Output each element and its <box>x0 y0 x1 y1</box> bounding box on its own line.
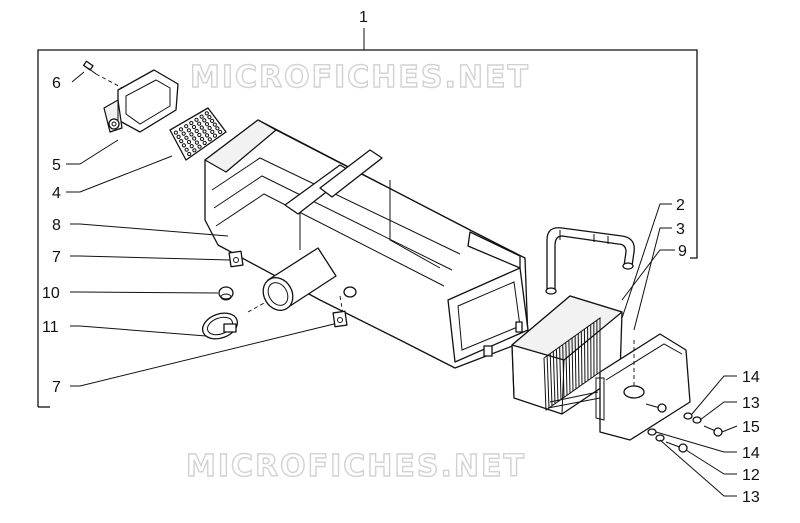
mesh-screen-part-4 <box>169 107 227 161</box>
mesh-hole <box>205 133 210 138</box>
filter-pleat <box>559 346 562 400</box>
grommet-part-10 <box>218 286 234 301</box>
hose-clamp-part-11 <box>201 312 239 340</box>
callout-7-lower: 7 <box>52 379 61 396</box>
mesh-hole <box>197 132 202 138</box>
callout-9: 9 <box>678 243 687 260</box>
callout-5: 5 <box>52 157 61 174</box>
mesh-hole <box>197 144 202 149</box>
mesh-hole <box>181 143 186 148</box>
mesh-hole <box>194 128 199 134</box>
mesh-hole <box>199 125 204 130</box>
mesh-hole <box>176 134 181 139</box>
mesh-hole <box>207 125 212 131</box>
assembly-frame <box>37 28 698 408</box>
hose-part-2 <box>545 227 635 295</box>
mesh-hole <box>184 147 189 152</box>
mesh-hole <box>210 118 215 124</box>
callout-10: 10 <box>42 285 60 302</box>
mesh-hole <box>191 124 197 130</box>
intake-cover-part-5 <box>103 69 179 133</box>
filter-cover-part-3 <box>547 333 691 441</box>
clip-part-7-lower <box>332 310 348 328</box>
callout-1: 1 <box>359 9 368 26</box>
mesh-hole <box>204 111 209 116</box>
bolt-part-15 <box>703 425 723 437</box>
watermark-top: MICROFICHES.NET <box>190 60 530 95</box>
leader-lines <box>66 71 738 497</box>
mesh-hole <box>189 144 194 149</box>
callout-8: 8 <box>52 217 61 234</box>
filter-pleat <box>565 342 568 396</box>
filter-pleat <box>574 335 577 389</box>
mesh-hole <box>215 126 220 131</box>
air-box-housing <box>204 119 529 369</box>
mesh-hole <box>212 133 218 138</box>
mesh-hole <box>173 130 178 135</box>
mesh-hole <box>197 121 202 126</box>
callout-15: 15 <box>742 419 760 436</box>
mesh-hole <box>192 136 197 141</box>
mesh-hole <box>199 114 204 119</box>
mesh-hole <box>186 139 192 145</box>
callout-12: 12 <box>742 467 760 484</box>
intake-tube <box>247 247 337 313</box>
mesh-hole <box>192 148 197 153</box>
callout-13-lower: 13 <box>742 489 760 506</box>
mesh-hole <box>189 120 194 126</box>
mesh-hole <box>194 140 199 145</box>
filter-pleat <box>571 337 574 392</box>
filter-pleat <box>568 340 571 394</box>
callout-13-upper: 13 <box>742 395 760 412</box>
callout-3: 3 <box>676 221 685 238</box>
mesh-hole <box>179 139 184 144</box>
filter-pleat <box>555 349 559 402</box>
washer-part-13-lower <box>655 434 665 442</box>
mesh-hole <box>207 115 212 120</box>
washer-part-13-upper <box>692 416 702 424</box>
washer-part-14-lower <box>647 428 657 436</box>
mesh-hole <box>184 124 189 129</box>
mesh-hole <box>184 135 189 140</box>
mesh-hole <box>186 128 191 133</box>
callout-4: 4 <box>52 185 61 202</box>
mesh-hole <box>189 132 194 137</box>
callout-2: 2 <box>676 197 685 214</box>
mesh-hole <box>187 151 192 157</box>
mesh-hole <box>181 131 186 136</box>
callout-6: 6 <box>52 75 61 92</box>
callout-7-upper: 7 <box>52 249 61 266</box>
filter-pleat <box>549 353 553 406</box>
filter-pleat <box>580 331 583 385</box>
filter-pleat <box>552 351 556 404</box>
screw-part-6 <box>82 60 131 93</box>
mesh-hole <box>210 129 215 134</box>
mesh-hole <box>202 140 207 146</box>
nut-part-8 <box>339 286 357 321</box>
callout-14-lower: 14 <box>742 445 760 462</box>
callout-labels: 1 6 5 4 8 7 10 11 7 2 3 9 14 13 15 14 12… <box>42 9 760 506</box>
mesh-hole <box>204 122 210 127</box>
mesh-hole <box>207 137 212 142</box>
washer-part-14-upper <box>683 412 693 420</box>
bolt-part-12 <box>665 441 688 453</box>
filter-pleat <box>583 329 586 383</box>
filter-element-part-9 <box>511 295 623 415</box>
mesh-hole <box>202 118 207 123</box>
mesh-hole <box>199 136 205 142</box>
mesh-hole <box>178 127 184 132</box>
watermark-bottom: MICROFICHES.NET <box>186 449 526 484</box>
mesh-hole <box>194 117 199 122</box>
callout-14-upper: 14 <box>742 369 760 386</box>
clip-part-7-upper <box>228 250 244 268</box>
callout-11: 11 <box>42 319 59 336</box>
filter-pleat <box>577 333 580 387</box>
mesh-hole <box>212 122 217 127</box>
filter-pleat <box>546 355 550 408</box>
fasteners-group <box>645 403 723 453</box>
mesh-hole <box>202 129 207 134</box>
mesh-hole <box>218 129 223 135</box>
bolt-cover <box>645 403 667 413</box>
